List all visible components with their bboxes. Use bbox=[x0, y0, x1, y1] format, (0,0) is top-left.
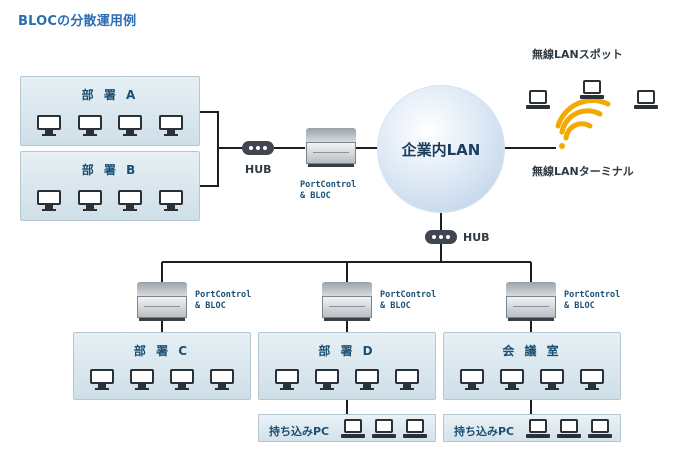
server-label-top: PortControl & BLOC bbox=[300, 180, 356, 202]
monitor-icon bbox=[395, 369, 419, 391]
department-a-label: 部 署 A bbox=[81, 88, 139, 102]
server-label-d: PortControl & BLOC bbox=[380, 290, 436, 312]
monitor-icon bbox=[170, 369, 194, 391]
monitor-icon bbox=[580, 369, 604, 391]
laptop-icon bbox=[372, 419, 396, 439]
department-d-label: 部 署 D bbox=[318, 344, 376, 358]
corporate-lan-label: 企業内LAN bbox=[401, 140, 481, 159]
bring-in-pc-room: 持ち込みPC bbox=[443, 414, 621, 442]
monitor-icon bbox=[540, 369, 564, 391]
server-icon bbox=[322, 282, 372, 322]
monitor-icon bbox=[130, 369, 154, 391]
wireless-spot-label: 無線LANスポット bbox=[532, 48, 623, 61]
hub-label-top: HUB bbox=[245, 163, 272, 176]
laptop-icon bbox=[341, 419, 365, 439]
monitor-icon bbox=[37, 115, 62, 137]
corporate-lan: 企業内LAN bbox=[378, 86, 504, 212]
department-c: 部 署 C bbox=[73, 332, 251, 400]
monitor-icon bbox=[460, 369, 484, 391]
wifi-icon bbox=[555, 98, 611, 141]
wireless-laptops bbox=[526, 80, 658, 110]
department-a: 部 署 A bbox=[20, 76, 200, 146]
department-c-label: 部 署 C bbox=[133, 344, 191, 358]
bring-in-pc-room-laptops bbox=[526, 419, 612, 439]
bring-in-pc-room-label: 持ち込みPC bbox=[454, 425, 515, 438]
laptop-icon bbox=[580, 80, 604, 100]
department-c-pcs bbox=[74, 369, 250, 391]
hub-icon bbox=[425, 230, 457, 244]
department-b: 部 署 B bbox=[20, 151, 200, 221]
department-d-pcs bbox=[259, 369, 435, 391]
department-b-pcs bbox=[21, 190, 199, 212]
server-label-room-text: PortControl & BLOC bbox=[564, 290, 621, 311]
monitor-icon bbox=[158, 115, 183, 137]
bring-in-pc-d: 持ち込みPC bbox=[258, 414, 436, 442]
monitor-icon bbox=[355, 369, 379, 391]
monitor-icon bbox=[500, 369, 524, 391]
hub-label-middle: HUB bbox=[463, 231, 490, 244]
bring-in-pc-d-laptops bbox=[341, 419, 427, 439]
server-icon bbox=[137, 282, 187, 322]
server-label-c: PortControl & BLOC bbox=[195, 290, 251, 312]
laptop-icon bbox=[526, 419, 550, 439]
laptop-icon bbox=[588, 419, 612, 439]
hub-icon bbox=[242, 141, 274, 155]
page-title: BLOCの分散運用例 bbox=[18, 14, 137, 29]
laptop-icon bbox=[557, 419, 581, 439]
server-icon bbox=[506, 282, 556, 322]
monitor-icon bbox=[77, 190, 102, 212]
monitor-icon bbox=[210, 369, 234, 391]
bring-in-pc-d-label: 持ち込みPC bbox=[269, 425, 330, 438]
department-d: 部 署 D bbox=[258, 332, 436, 400]
meeting-room: 会 議 室 bbox=[443, 332, 621, 400]
server-label-d-text: PortControl & BLOC bbox=[380, 290, 437, 311]
server-label-top-text: PortControl & BLOC bbox=[300, 180, 357, 201]
monitor-icon bbox=[158, 190, 183, 212]
server-label-room: PortControl & BLOC bbox=[564, 290, 620, 312]
meeting-room-label: 会 議 室 bbox=[502, 344, 562, 358]
monitor-icon bbox=[118, 115, 143, 137]
server-label-c-text: PortControl & BLOC bbox=[195, 290, 252, 311]
meeting-room-pcs bbox=[444, 369, 620, 391]
laptop-icon bbox=[634, 90, 658, 110]
wireless-terminal-label: 無線LANターミナル bbox=[532, 165, 634, 178]
monitor-icon bbox=[90, 369, 114, 391]
laptop-icon bbox=[403, 419, 427, 439]
monitor-icon bbox=[315, 369, 339, 391]
monitor-icon bbox=[275, 369, 299, 391]
monitor-icon bbox=[118, 190, 143, 212]
laptop-icon bbox=[526, 90, 550, 110]
monitor-icon bbox=[77, 115, 102, 137]
monitor-icon bbox=[37, 190, 62, 212]
department-a-pcs bbox=[21, 115, 199, 137]
server-icon bbox=[306, 128, 356, 168]
department-b-label: 部 署 B bbox=[81, 163, 139, 177]
